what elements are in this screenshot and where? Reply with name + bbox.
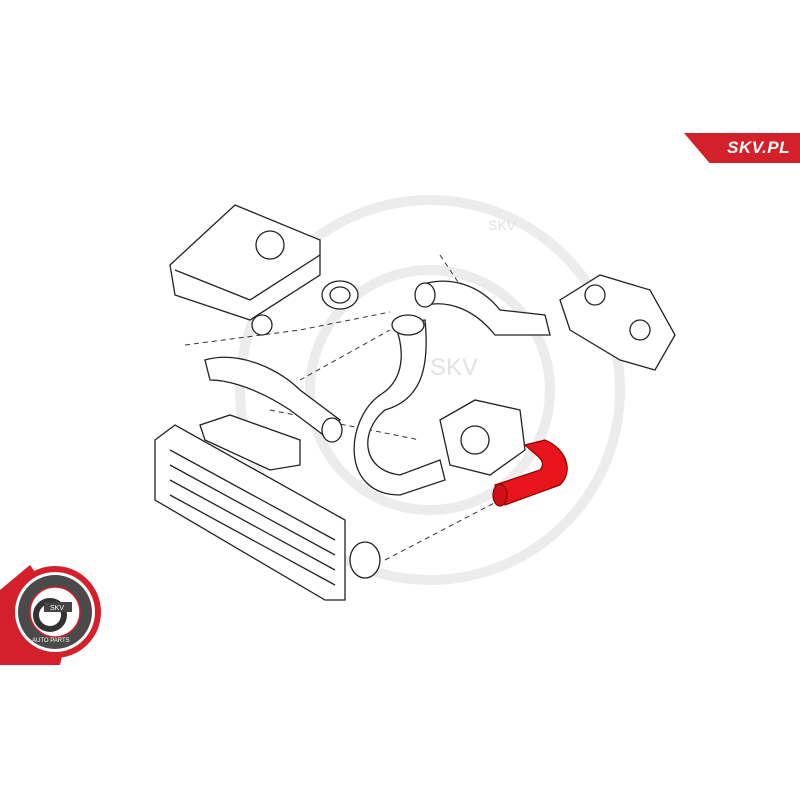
watermark-gear (235, 195, 625, 585)
intercooler (154, 424, 381, 601)
logo-text: SKV (50, 605, 64, 612)
highlighted-hose (492, 439, 568, 507)
air-duct (199, 414, 301, 471)
upper-hose (414, 280, 551, 336)
intake-manifold (559, 274, 676, 371)
air-flow-meter (321, 280, 359, 310)
logo-ring-bottom: AUTO PARTS (32, 638, 70, 644)
watermark-text-1: SKV (488, 217, 517, 233)
turbocharger (439, 399, 526, 476)
watermark-text-2: SKV (430, 354, 478, 381)
charge-air-hose (353, 314, 446, 496)
intake-hose (204, 356, 343, 443)
air-filter-box (169, 204, 321, 336)
site-label: SKV.PL (727, 138, 790, 157)
skv-auto-parts-logo: SKV AUTO PARTS (0, 565, 101, 665)
